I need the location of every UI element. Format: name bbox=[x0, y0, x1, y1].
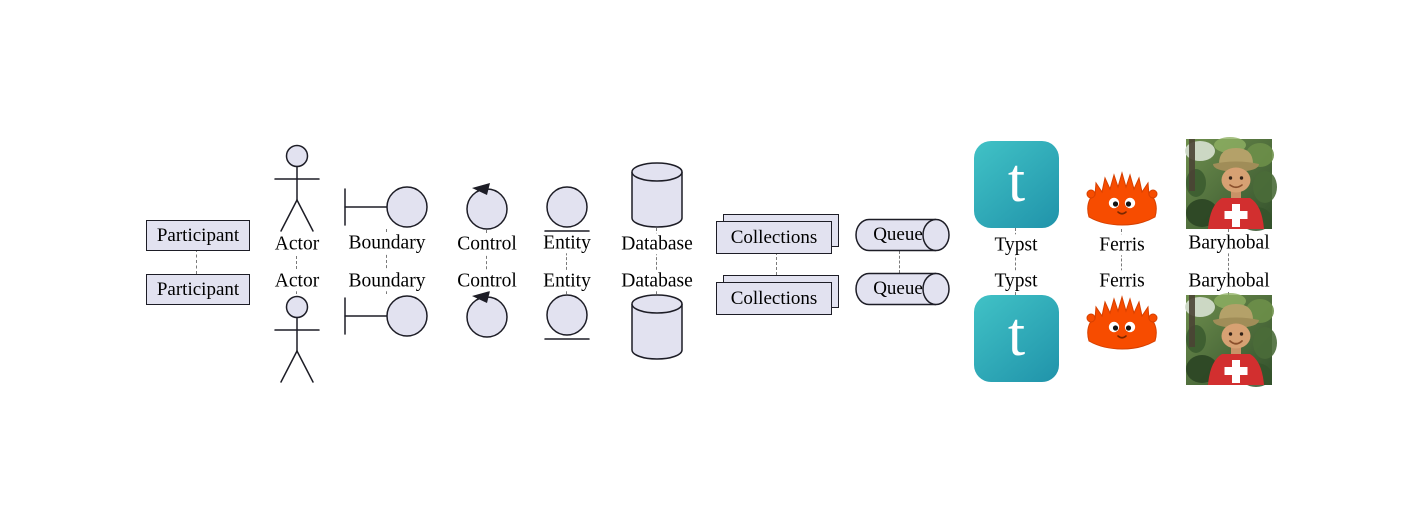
entity-label-top: Entity bbox=[540, 232, 594, 254]
control-label-bottom: Control bbox=[454, 270, 520, 292]
actor-label-top: Actor bbox=[271, 233, 323, 255]
database-cylinder-top bbox=[631, 162, 683, 228]
lifeline-actor bbox=[296, 236, 297, 294]
boundary-symbol-bottom bbox=[344, 295, 428, 337]
boundary-label-top: Boundary bbox=[345, 232, 429, 254]
queue-cylinder-bottom bbox=[855, 272, 950, 306]
boundary-label-bottom: Boundary bbox=[345, 270, 429, 292]
entity-symbol-bottom bbox=[544, 294, 590, 340]
ferris-label-top: Ferris bbox=[1096, 234, 1148, 256]
entity-symbol-top bbox=[544, 186, 590, 232]
lifeline-baryhobal bbox=[1228, 229, 1229, 295]
baryhobal-photo-bottom bbox=[1185, 293, 1277, 387]
participant-box-bottom: Participant bbox=[146, 274, 250, 305]
lifeline-control bbox=[486, 230, 487, 290]
queue-label-top: Queue bbox=[873, 224, 923, 245]
lifeline-entity bbox=[566, 233, 567, 294]
ferris-label-bottom: Ferris bbox=[1096, 270, 1148, 292]
actor-figure-top bbox=[274, 144, 320, 232]
typst-letter: t bbox=[1007, 301, 1026, 369]
lifeline-queue bbox=[899, 251, 900, 273]
database-cylinder-bottom bbox=[631, 294, 683, 360]
database-label-top: Database bbox=[618, 233, 696, 255]
typst-icon-bottom: t bbox=[974, 295, 1059, 382]
typst-label-top: Typst bbox=[991, 234, 1041, 256]
lifeline-boundary bbox=[386, 229, 387, 294]
control-symbol-bottom bbox=[466, 291, 508, 338]
participant-box-top: Participant bbox=[146, 220, 250, 251]
baryhobal-label-top: Baryhobal bbox=[1185, 232, 1273, 254]
actor-label-bottom: Actor bbox=[271, 270, 323, 292]
actor-figure-bottom bbox=[274, 295, 320, 383]
database-label-bottom: Database bbox=[618, 270, 696, 292]
baryhobal-label-bottom: Baryhobal bbox=[1185, 270, 1273, 292]
lifeline-database bbox=[656, 228, 657, 294]
control-label-top: Control bbox=[454, 233, 520, 255]
lifeline-participant bbox=[196, 249, 197, 274]
typst-letter: t bbox=[1007, 147, 1026, 215]
typst-label-bottom: Typst bbox=[991, 270, 1041, 292]
control-symbol-top bbox=[466, 183, 508, 230]
ferris-crab-icon-bottom bbox=[1086, 295, 1158, 350]
baryhobal-photo-top bbox=[1185, 137, 1277, 231]
typst-icon-top: t bbox=[974, 141, 1059, 228]
ferris-crab-icon-top bbox=[1086, 171, 1158, 226]
boundary-symbol-top bbox=[344, 186, 428, 228]
queue-label-bottom: Queue bbox=[873, 278, 923, 299]
lifeline-typst bbox=[1015, 228, 1016, 295]
lifeline-collections bbox=[776, 252, 777, 275]
entity-label-bottom: Entity bbox=[540, 270, 594, 292]
collections-box-front-bottom: Collections bbox=[716, 282, 832, 315]
collections-box-front-top: Collections bbox=[716, 221, 832, 254]
queue-cylinder-top bbox=[855, 218, 950, 252]
lifeline-ferris bbox=[1121, 229, 1122, 291]
